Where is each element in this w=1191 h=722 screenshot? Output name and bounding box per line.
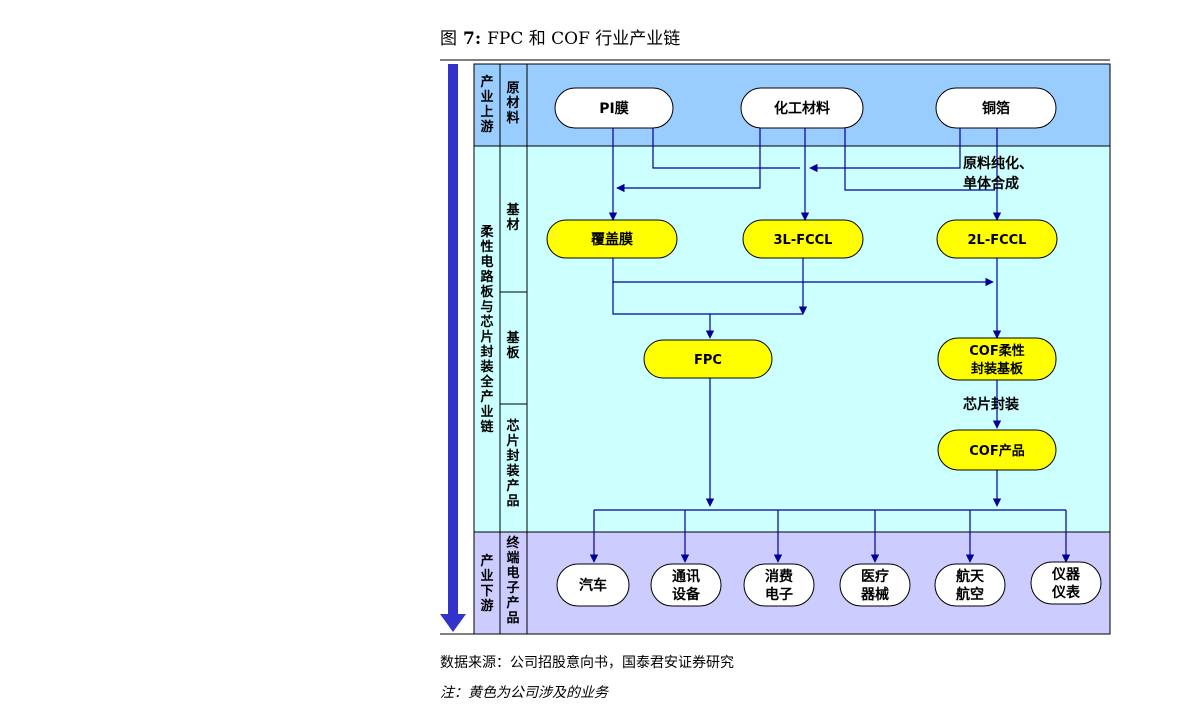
figure-title: 图 7:FPC 和 COF 行业产业链	[440, 24, 680, 49]
node-auto: 汽车	[556, 563, 630, 607]
node-pi-film: PI膜	[554, 87, 674, 129]
node-aero: 航天 航空	[934, 563, 1006, 607]
node-2l-fccl-label: 2L-FCCL	[968, 233, 1027, 248]
connectors	[589, 128, 1071, 563]
node-copper-foil-label: 铜箔	[982, 100, 1010, 117]
source-note: 数据来源：公司招股意向书，国泰君安证券研究	[440, 655, 734, 671]
figure-number: 7:	[463, 29, 482, 49]
substage-terminal-label: 终端电子产品	[506, 535, 520, 626]
node-coverlay-label: 覆盖膜	[591, 231, 633, 248]
node-cof-substrate: COF柔性 封装基板	[937, 337, 1057, 381]
node-3l-fccl-label: 3L-FCCL	[774, 233, 833, 248]
node-instrument: 仪器 仪表	[1030, 561, 1102, 605]
substage-chip-products-label: 芯片封装产品	[505, 418, 519, 509]
edge-chemicals-to-coverlay	[616, 128, 761, 193]
node-cof-substrate-label-1: COF柔性	[969, 343, 1024, 359]
edge-pi-horizontal	[652, 128, 800, 169]
node-auto-label: 汽车	[579, 577, 607, 594]
edge-label-purify-1: 原料纯化、	[963, 155, 1033, 172]
node-chemicals-label: 化工材料	[774, 100, 830, 117]
edge-label-purify-2: 单体合成	[963, 175, 1019, 192]
footnote: 注：黄色为公司涉及的业务	[440, 685, 608, 701]
node-instrument-label-2: 仪表	[1051, 584, 1081, 601]
downstream-direction-arrow	[440, 64, 466, 632]
node-coverlay: 覆盖膜	[546, 219, 678, 259]
node-medical-label-2: 器械	[860, 586, 889, 603]
stage-upstream-label: 产业上游	[480, 74, 493, 135]
node-cof-product: COF产品	[937, 429, 1057, 471]
node-cof-substrate-label-2: 封装基板	[971, 361, 1024, 377]
node-consumer: 消费 电子	[743, 563, 815, 607]
node-2l-fccl: 2L-FCCL	[936, 219, 1058, 259]
substage-substrate-label: 基板	[505, 330, 520, 361]
node-comm-label-2: 设备	[672, 586, 701, 603]
edge-chemicals-to-2l	[844, 128, 995, 191]
node-fpc-label: FPC	[694, 353, 722, 368]
node-cof-product-label: COF产品	[969, 443, 1024, 459]
node-consumer-label-1: 消费	[765, 568, 793, 585]
stage-downstream-label: 产业下游	[480, 553, 493, 614]
substage-base-material-label: 基材	[505, 202, 520, 233]
edge-label-chip-pack: 芯片封装	[963, 396, 1020, 413]
node-instrument-label-1: 仪器	[1051, 567, 1081, 583]
node-chemicals: 化工材料	[740, 87, 864, 129]
edge-copper-to-3l	[809, 128, 961, 173]
node-aero-label-1: 航天	[956, 568, 985, 585]
node-medical: 医疗 器械	[839, 563, 911, 607]
node-copper-foil: 铜箔	[935, 87, 1057, 129]
substage-raw-label: 原材料	[506, 81, 519, 126]
node-medical-label-1: 医疗	[861, 568, 889, 585]
node-aero-label-2: 航空	[956, 586, 984, 603]
figure-title-text: FPC 和 COF 行业产业链	[487, 29, 681, 49]
node-consumer-label-2: 电子	[765, 586, 793, 603]
figure-prefix: 图	[440, 29, 457, 49]
node-comm-label-1: 通讯	[672, 569, 700, 585]
edge-coverlay-merge	[612, 282, 803, 315]
node-pi-film-label: PI膜	[599, 100, 628, 117]
stage-middle-label: 柔性电路板与芯片封装全产业链	[479, 225, 494, 435]
node-3l-fccl: 3L-FCCL	[742, 219, 864, 259]
node-comm: 通讯 设备	[650, 563, 722, 607]
node-fpc: FPC	[643, 339, 773, 379]
